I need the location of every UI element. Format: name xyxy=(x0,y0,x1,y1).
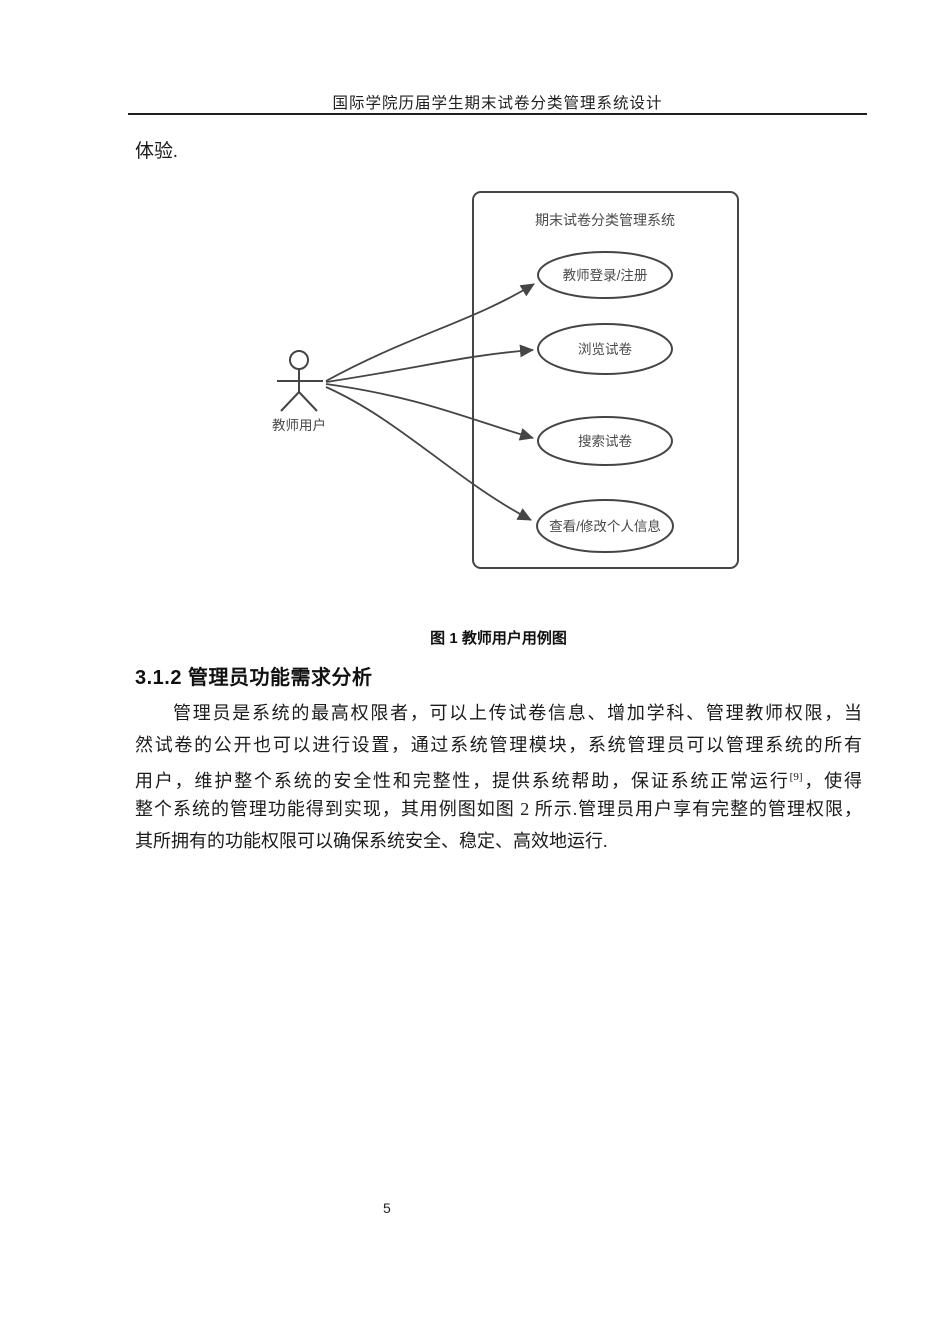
association-arrow-login xyxy=(325,283,535,382)
system-boundary-box xyxy=(472,191,739,569)
usecase-ellipse-search xyxy=(537,416,673,466)
section-heading: 3.1.2 管理员功能需求分析 xyxy=(135,667,373,689)
actor-label: 教师用户 xyxy=(272,417,326,433)
header-rule xyxy=(128,113,867,115)
usecase-label-browse: 浏览试卷 xyxy=(578,342,632,357)
body-paragraph: 管理员是系统的最高权限者，可以上传试卷信息、增加学科、管理教师权限，当 然试卷的… xyxy=(135,697,862,857)
actor-leg-right xyxy=(298,391,318,412)
paragraph-text: ，使得 xyxy=(802,771,862,791)
association-arrow-search xyxy=(325,383,534,441)
paragraph-line: 整个系统的管理功能得到实现，其用例图如图 2 所示.管理员用户享有完整的管理权限… xyxy=(135,799,862,819)
paragraph-line: 其所拥有的功能权限可以确保系统安全、稳定、高效地运行. xyxy=(135,831,608,851)
paragraph-line: 然试卷的公开也可以进行设置，通过系统管理模块，系统管理员可以管理系统的所有 xyxy=(135,735,862,755)
association-arrow-profile xyxy=(325,386,532,521)
figure-caption: 图 1 教师用户用例图 xyxy=(430,630,567,647)
intro-text: 体验. xyxy=(135,141,178,162)
actor-head xyxy=(289,350,309,370)
usecase-ellipse-browse xyxy=(537,323,673,375)
actor-figure xyxy=(277,350,323,412)
usecase-label-login: 教师登录/注册 xyxy=(563,268,648,283)
paragraph-text: 用户，维护整个系统的安全性和完整性，提供系统帮助，保证系统正常运行 xyxy=(135,771,790,791)
usecase-ellipse-profile xyxy=(536,499,674,553)
citation-superscript: [9] xyxy=(789,771,803,783)
association-arrow-browse xyxy=(325,344,534,383)
usecase-ellipse-login xyxy=(537,251,673,299)
use-case-diagram: 期末试卷分类管理系统 教师用户 教师登录/注册 浏览试卷 搜索试卷 查看/修改个… xyxy=(272,191,739,569)
system-title: 期末试卷分类管理系统 xyxy=(535,212,675,228)
actor-leg-left xyxy=(280,391,300,412)
usecase-label-profile: 查看/修改个人信息 xyxy=(549,518,661,534)
page-number: 5 xyxy=(383,1200,391,1216)
running-header-title: 国际学院历届学生期末试卷分类管理系统设计 xyxy=(332,95,663,112)
paragraph-line: 管理员是系统的最高权限者，可以上传试卷信息、增加学科、管理教师权限，当 xyxy=(173,703,862,723)
paragraph-line: 用户，维护整个系统的安全性和完整性，提供系统帮助，保证系统正常运行[9]，使得 xyxy=(135,761,862,793)
usecase-label-search: 搜索试卷 xyxy=(578,434,632,449)
